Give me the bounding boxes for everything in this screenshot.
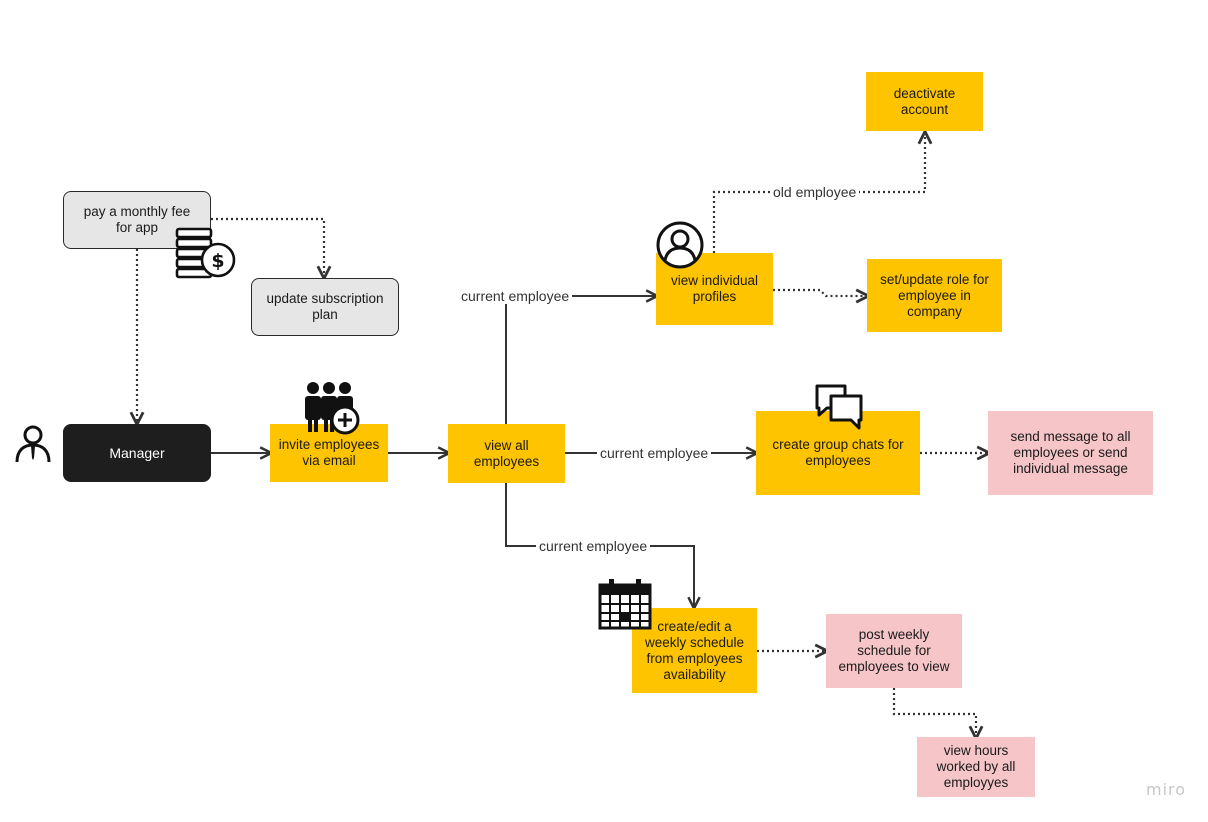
node-deactivate-account[interactable]: deactivate account bbox=[866, 72, 983, 131]
node-create-group-chats[interactable]: create group chats for employees bbox=[756, 411, 920, 495]
person-icon bbox=[15, 425, 51, 463]
node-view-hours-worked[interactable]: view hours worked by all employyes bbox=[917, 737, 1035, 797]
node-invite-employees[interactable]: invite employees via email bbox=[270, 424, 388, 482]
node-update-subscription[interactable]: update subscription plan bbox=[251, 278, 399, 336]
user-circle-icon bbox=[656, 221, 704, 269]
edge-label-old-employee: old employee bbox=[770, 184, 860, 200]
edge-label-current-employee-chats: current employee bbox=[597, 445, 712, 461]
money-stack-icon: $ bbox=[175, 227, 236, 279]
node-view-all-employees[interactable]: view all employees bbox=[448, 424, 565, 483]
edge-viewall-profiles bbox=[505, 296, 656, 424]
node-send-message[interactable]: send message to all employees or send in… bbox=[988, 411, 1153, 495]
add-people-icon bbox=[305, 382, 360, 435]
edge-label-current-employee-schedule: current employee bbox=[536, 538, 651, 554]
node-manager[interactable]: Manager bbox=[63, 424, 211, 482]
node-weekly-schedule[interactable]: create/edit a weekly schedule from emplo… bbox=[632, 608, 757, 693]
node-set-update-role[interactable]: set/update role for employee in company bbox=[867, 259, 1002, 332]
edge-profiles-role bbox=[773, 290, 867, 296]
chat-bubbles-icon bbox=[815, 384, 863, 430]
edge-payfee-subscription bbox=[211, 217, 324, 277]
edge-label-current-employee-profiles: current employee bbox=[458, 288, 573, 304]
calendar-icon bbox=[598, 579, 652, 630]
edge-post-hours bbox=[892, 688, 976, 737]
miro-logo: miro bbox=[1146, 780, 1187, 799]
node-post-weekly-schedule[interactable]: post weekly schedule for employees to vi… bbox=[826, 614, 962, 688]
svg-text:$: $ bbox=[211, 250, 224, 272]
